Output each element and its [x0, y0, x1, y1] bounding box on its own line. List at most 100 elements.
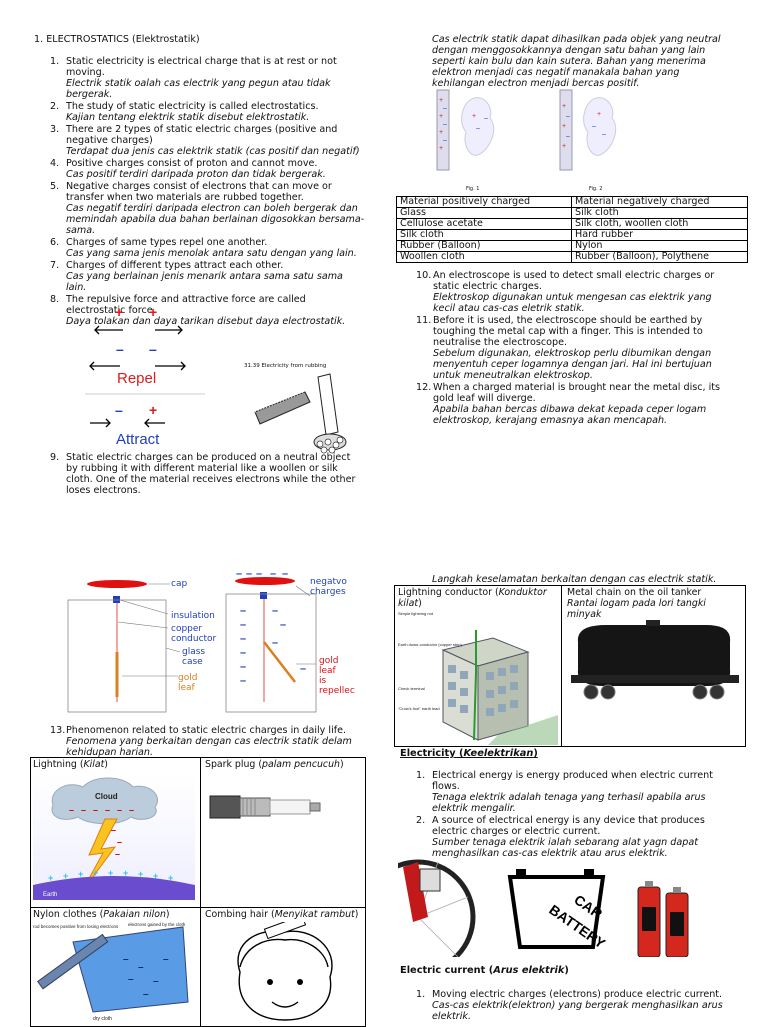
svg-text:+: + [78, 869, 83, 879]
right-intro: Cas electrik statik dapat dihasilkan pad… [432, 34, 721, 89]
svg-text:–: – [592, 123, 596, 130]
point9: 9.Static electric charges can be produce… [50, 452, 365, 497]
svg-text:–: – [115, 849, 120, 859]
repel-label: Repel [117, 370, 157, 387]
svg-text:–: – [116, 341, 124, 357]
svg-text:–: – [69, 805, 74, 815]
list-item: 3.There are 2 types of static electric c… [50, 124, 360, 157]
earth-label: Earth [43, 892, 57, 898]
combing-label: Combing hair (Menyikat rambut) [205, 909, 359, 920]
lightning-conductor-illustration: Simple lightning rod Earth down-conducto… [398, 611, 558, 745]
svg-text:–: – [566, 133, 570, 140]
svg-text:+: + [562, 123, 566, 130]
svg-text:–: – [246, 572, 252, 580]
nylon-label: Nylon clothes (Pakaian nilon) [33, 909, 170, 920]
nylon-illustration: –––––– rod becomes positive from losing … [33, 922, 189, 1022]
svg-text:–: – [282, 572, 288, 580]
svg-text:–: – [484, 115, 488, 122]
safety-table [394, 585, 746, 747]
dry-cloth-label: dry cloth [93, 1016, 112, 1022]
electroscope-diagram: ––––– –––––– –––– [67, 572, 317, 713]
fig1-label: Fig. 1 [466, 186, 480, 192]
label-insulation: insulation [171, 611, 215, 621]
svg-text:–: – [163, 954, 169, 965]
conductor-label: Lightning conductor (Konduktor kilat) [398, 587, 547, 609]
svg-text:–: – [123, 954, 129, 965]
svg-text:+: + [153, 871, 158, 881]
svg-text:–: – [240, 661, 246, 673]
electricity-title: Electricity (Keelektrikan) [400, 748, 538, 759]
svg-text:–: – [105, 805, 110, 815]
repel-attract-diagram: +++ ––– [85, 304, 205, 428]
list-item: 12.When a charged material is brought ne… [416, 382, 721, 426]
svg-text:+: + [439, 97, 443, 104]
svg-text:+: + [108, 868, 113, 878]
rod-label-2: Earth down-conductor (copper strip) [398, 642, 462, 647]
list-item: 6.Charges of same types repel one anothe… [50, 237, 357, 259]
rod-label-1: Simple lightning rod [398, 611, 433, 616]
svg-text:–: – [300, 663, 306, 675]
svg-text:+: + [562, 103, 566, 110]
svg-text:+: + [149, 304, 157, 320]
svg-text:–: – [240, 647, 246, 659]
rubbing-caption: 31.39 Electricity from rubbing [244, 363, 327, 369]
list-item: 5.Negative charges consist of electrons … [50, 181, 365, 236]
current-title: Electric current (Arus elektrik) [400, 965, 569, 976]
svg-text:–: – [566, 113, 570, 120]
rubbing-illustration [254, 373, 347, 454]
combing-illustration [237, 922, 333, 1021]
rod-label-3: Check terminal [398, 686, 425, 691]
table-row: Rubber (Balloon)Nylon [396, 240, 748, 252]
svg-text:+: + [48, 873, 53, 883]
svg-text:–: – [117, 837, 122, 847]
current-points: 1.Moving electric charges (electrons) pr… [416, 989, 734, 1023]
page-title: 1. ELECTROSTATICS (Elektrostatik) [34, 34, 200, 45]
list-item: 1.Static electricity is electrical charg… [50, 56, 337, 100]
svg-text:–: – [117, 805, 122, 815]
svg-text:–: – [153, 976, 159, 987]
spark-plug-illustration [209, 795, 321, 819]
list-item: 2.A source of electrical energy is any d… [416, 815, 705, 859]
cloth-text: electrons gained by the cloth [128, 922, 186, 927]
list-item: 7.Charges of different types attract eac… [50, 260, 343, 293]
svg-text:–: – [272, 605, 278, 617]
svg-text:–: – [476, 125, 480, 132]
spark-plug-label: Spark plug (palam pencucuh) [205, 759, 344, 770]
svg-text:–: – [443, 137, 447, 144]
svg-text:–: – [143, 989, 149, 1000]
svg-text:–: – [149, 341, 157, 357]
list-item: 4.Positive charges consist of proton and… [50, 158, 326, 180]
svg-text:–: – [236, 572, 242, 580]
svg-text:–: – [240, 619, 246, 631]
list-item: 10.An electroscope is used to detect sma… [416, 270, 715, 314]
points-right-list: 10.An electroscope is used to detect sma… [416, 270, 734, 427]
svg-text:–: – [115, 402, 123, 418]
svg-text:+: + [439, 145, 443, 152]
rod-label-4: "Crow's foot" earth lead [398, 706, 440, 711]
svg-text:–: – [240, 633, 246, 645]
label-cap: cap [171, 579, 188, 589]
points-left-list: 1.Static electricity is electrical charg… [50, 56, 365, 328]
svg-text:–: – [240, 675, 246, 687]
list-item: 11.Before it is used, the electroscope s… [416, 315, 712, 381]
svg-text:–: – [280, 619, 286, 631]
svg-text:–: – [138, 962, 144, 973]
svg-text:+: + [439, 113, 443, 120]
svg-text:–: – [602, 131, 606, 138]
svg-text:–: – [240, 605, 246, 617]
list-item: 9.Static electric charges can be produce… [50, 452, 356, 496]
oil-tanker-illustration [571, 620, 739, 700]
svg-text:+: + [439, 129, 443, 136]
safety-title: Langkah keselamatan berkaitan dengan cas… [432, 574, 717, 585]
electricity-points: 1.Electrical energy is energy produced w… [416, 770, 734, 860]
list-item: 2.The study of static electricity is cal… [50, 101, 319, 123]
